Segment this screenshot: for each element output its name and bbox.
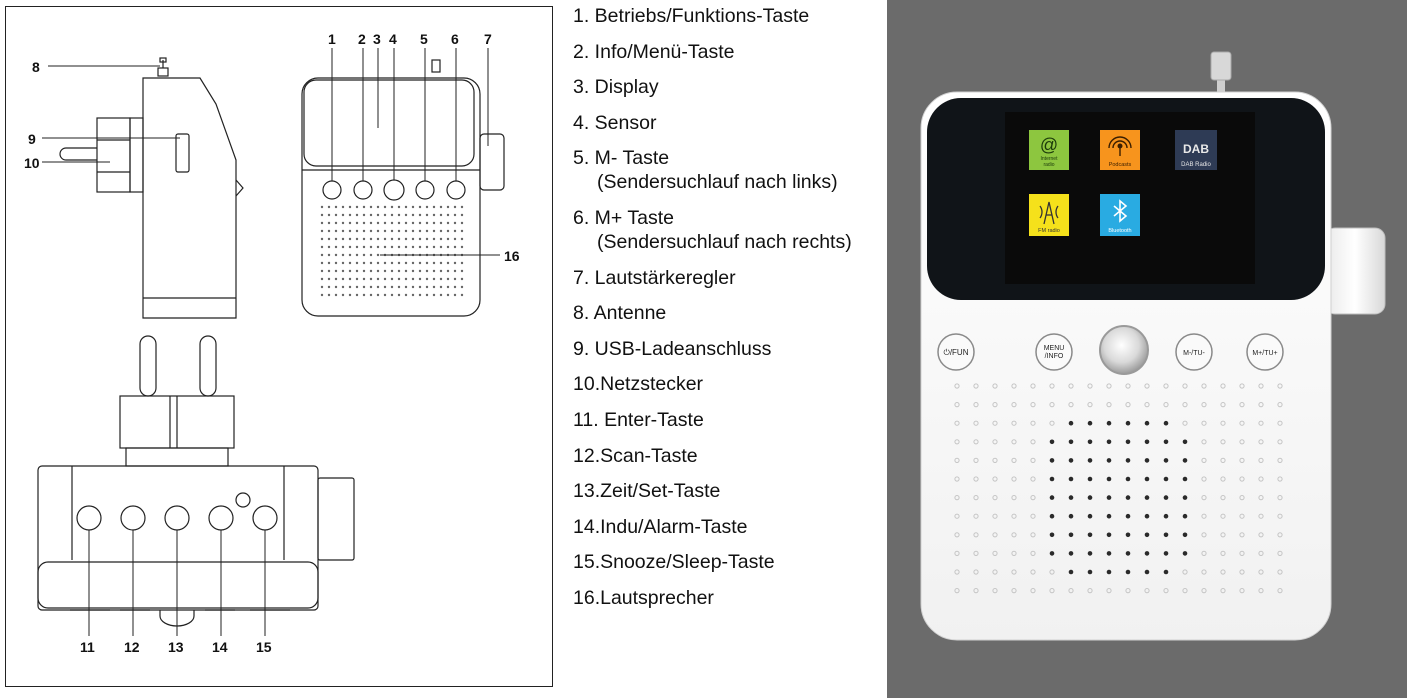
top-callout-lines <box>88 530 266 636</box>
drawing-frame <box>5 6 553 687</box>
legend-item: 10.Netzstecker <box>573 372 883 396</box>
front-view <box>301 59 505 317</box>
legend-text: 2. Info/Menü-Taste <box>573 40 735 63</box>
button-label: MENU <box>1044 345 1065 352</box>
callout-14: 14 <box>212 639 228 655</box>
legend-item: 14.Indu/Alarm-Taste <box>573 515 883 539</box>
bluetooth-icon <box>1113 199 1128 223</box>
legend-item: 11. Enter-Taste <box>573 408 883 432</box>
app-fm-radio[interactable]: FM radio <box>1029 194 1069 236</box>
legend-item: 6. M+ Taste (Sendersuchlauf nach rechts) <box>573 206 883 254</box>
legend-item: 7. Lautstärkeregler <box>573 266 883 290</box>
at-icon: @ <box>1040 135 1058 155</box>
callout-7: 7 <box>484 31 492 47</box>
legend-text: 6. M+ Taste <box>573 206 674 229</box>
legend-item: 16.Lautsprecher <box>573 586 883 610</box>
callout-4: 4 <box>389 31 397 47</box>
callout-11: 11 <box>80 639 95 655</box>
legend-item: 2. Info/Menü-Taste <box>573 40 883 64</box>
speaker-grille <box>954 383 1283 594</box>
antenna <box>1210 51 1232 100</box>
legend-text: 14.Indu/Alarm-Taste <box>573 515 748 538</box>
radio-tower-icon <box>1039 201 1059 225</box>
m-plus-button[interactable]: M+/TU+ <box>1246 333 1284 371</box>
button-label: M+/TU+ <box>1252 350 1277 357</box>
callout-13: 13 <box>168 639 184 655</box>
callout-5: 5 <box>420 31 428 47</box>
app-label: Podcasts <box>1109 162 1132 168</box>
volume-knob[interactable] <box>1324 227 1386 315</box>
parts-legend: 1. Betriebs/Funktions-Taste 2. Info/Menü… <box>573 4 883 622</box>
legend-text: 12.Scan-Taste <box>573 444 698 467</box>
button-label: ⏻/FUN <box>944 348 969 357</box>
callout-1: 1 <box>328 31 336 47</box>
app-dab-radio[interactable]: DAB DAB Radio <box>1175 130 1217 170</box>
button-label: M-/TU- <box>1183 350 1205 357</box>
app-bluetooth[interactable]: Bluetooth <box>1100 194 1140 236</box>
app-label: DAB Radio <box>1181 162 1211 168</box>
legend-text: 13.Zeit/Set-Taste <box>573 480 721 503</box>
legend-item: 9. USB-Ladeanschluss <box>573 337 883 361</box>
legend-text: 3. Display <box>573 76 659 99</box>
app-label: Internet <box>1041 156 1059 162</box>
callout-2: 2 <box>358 31 366 47</box>
speaker-grille-drawing <box>320 205 464 297</box>
legend-text: 10.Netzstecker <box>573 373 704 396</box>
m-minus-button[interactable]: M-/TU- <box>1175 333 1213 371</box>
legend-item: 5. M- Taste (Sendersuchlauf nach links) <box>573 146 883 194</box>
app-podcasts[interactable]: Podcasts <box>1100 130 1140 170</box>
fun-button[interactable]: ⏻/FUN <box>937 333 975 371</box>
legend-text: 1. Betriebs/Funktions-Taste <box>573 5 810 27</box>
legend-text: 8. Antenne <box>573 302 667 325</box>
callout-3: 3 <box>373 31 381 47</box>
callout-15: 15 <box>256 639 272 655</box>
legend-text: 15.Snooze/Sleep-Taste <box>573 551 775 574</box>
callout-16: 16 <box>504 248 520 264</box>
legend-text: 4. Sensor <box>573 111 657 134</box>
sensor <box>1099 325 1149 375</box>
side-view <box>59 57 244 319</box>
callout-9: 9 <box>28 131 36 147</box>
legend-item: 3. Display <box>573 75 883 99</box>
legend-item: 13.Zeit/Set-Taste <box>573 479 883 503</box>
callout-12: 12 <box>124 639 140 655</box>
legend-item: 4. Sensor <box>573 111 883 135</box>
callout-8: 8 <box>32 59 40 75</box>
dab-logo: DAB <box>1183 142 1209 156</box>
podcast-icon <box>1108 136 1132 156</box>
app-label: Bluetooth <box>1108 228 1131 234</box>
legend-item: 1. Betriebs/Funktions-Taste <box>573 4 883 28</box>
app-label: radio <box>1043 162 1054 168</box>
legend-item: 12.Scan-Taste <box>573 444 883 468</box>
legend-text: 16.Lautsprecher <box>573 586 714 609</box>
callout-lines <box>42 65 180 163</box>
legend-subtext: (Sendersuchlauf nach rechts) <box>597 230 852 253</box>
menu-info-button[interactable]: MENU /INFO <box>1035 333 1073 371</box>
legend-text: 7. Lautstärkeregler <box>573 266 736 289</box>
product-photo: @ Internet radio Podcasts DAB DAB Radio … <box>887 0 1407 698</box>
app-label: FM radio <box>1038 228 1060 234</box>
front-callout-lines <box>331 48 500 256</box>
app-internet-radio[interactable]: @ Internet radio <box>1029 130 1069 170</box>
legend-text: 5. M- Taste <box>573 147 670 170</box>
legend-subtext: (Sendersuchlauf nach links) <box>597 171 838 194</box>
technical-drawing: 8 9 10 1 2 3 4 5 6 7 16 11 12 13 14 15 <box>5 6 553 687</box>
legend-text: 11. Enter-Taste <box>573 408 704 431</box>
legend-item: 15.Snooze/Sleep-Taste <box>573 550 883 574</box>
legend-text: 9. USB-Ladeanschluss <box>573 337 772 360</box>
legend-item: 8. Antenne <box>573 301 883 325</box>
callout-6: 6 <box>451 31 459 47</box>
callout-10: 10 <box>24 155 40 171</box>
button-label: /INFO <box>1045 353 1064 360</box>
